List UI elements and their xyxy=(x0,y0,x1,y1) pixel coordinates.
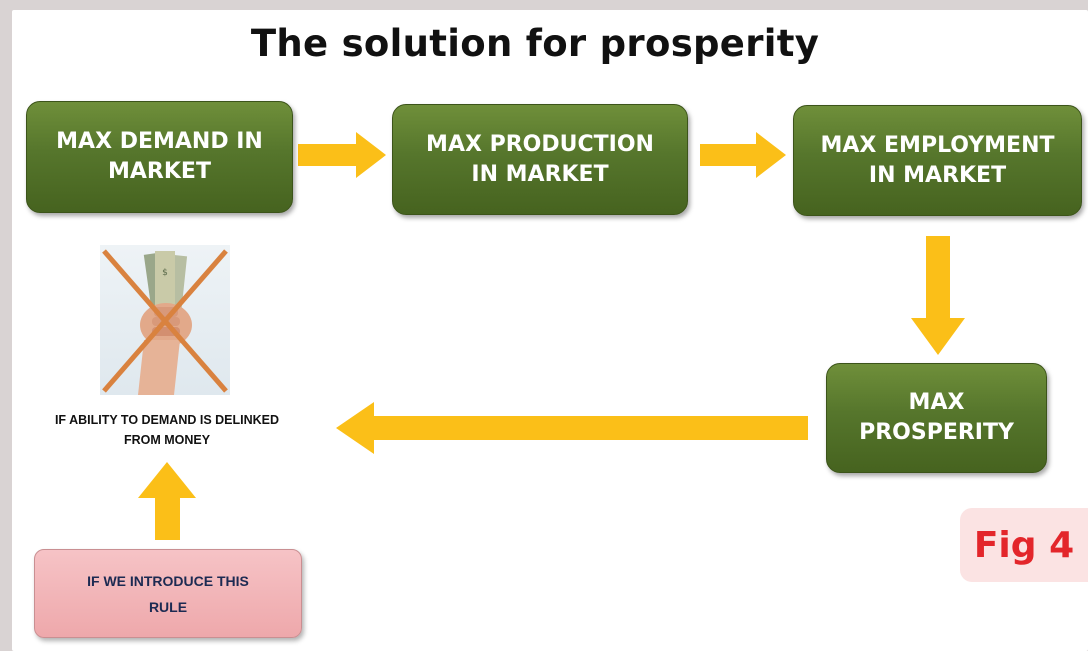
box-introduce-rule-line1: IF WE INTRODUCE THIS xyxy=(87,572,249,589)
condition-text-line1: IF ABILITY TO DEMAND IS DELINKED xyxy=(54,413,280,427)
box-max-production-line2: IN MARKET xyxy=(471,161,609,187)
hand-holding-money-crossed-icon: $ xyxy=(100,245,230,395)
box-max-demand-line1: MAX DEMAND IN xyxy=(56,129,263,154)
diagram-title: The solution for prosperity xyxy=(250,22,820,65)
arrow-demand-to-production xyxy=(298,132,386,178)
box-max-employment-line1: MAX EMPLOYMENT xyxy=(820,132,1055,158)
arrow-employment-to-prosperity xyxy=(911,236,965,355)
box-max-production-line1: MAX PRODUCTION xyxy=(426,131,654,157)
box-introduce-rule-line2: RULE xyxy=(148,598,188,615)
arrow-rule-to-condition xyxy=(138,462,196,540)
condition-text: IF ABILITY TO DEMAND IS DELINKED FROM MO… xyxy=(18,410,316,450)
condition-text-line2: FROM MONEY xyxy=(123,433,211,447)
arrow-production-to-employment xyxy=(700,132,786,178)
box-max-prosperity: MAX PROSPERITY xyxy=(826,363,1047,473)
box-max-demand-line2: MARKET xyxy=(108,159,211,184)
box-max-production: MAX PRODUCTION IN MARKET xyxy=(392,104,688,215)
arrow-prosperity-to-condition xyxy=(336,402,808,454)
box-max-employment-line2: IN MARKET xyxy=(868,162,1007,188)
box-introduce-rule: IF WE INTRODUCE THIS RULE xyxy=(34,549,302,638)
box-max-prosperity-line2: PROSPERITY xyxy=(859,420,1014,445)
box-max-employment: MAX EMPLOYMENT IN MARKET xyxy=(793,105,1082,216)
svg-text:$: $ xyxy=(162,268,168,278)
figure-label: Fig 4 xyxy=(960,508,1088,582)
box-max-prosperity-line1: MAX xyxy=(908,390,965,415)
box-max-demand: MAX DEMAND IN MARKET xyxy=(26,101,293,213)
